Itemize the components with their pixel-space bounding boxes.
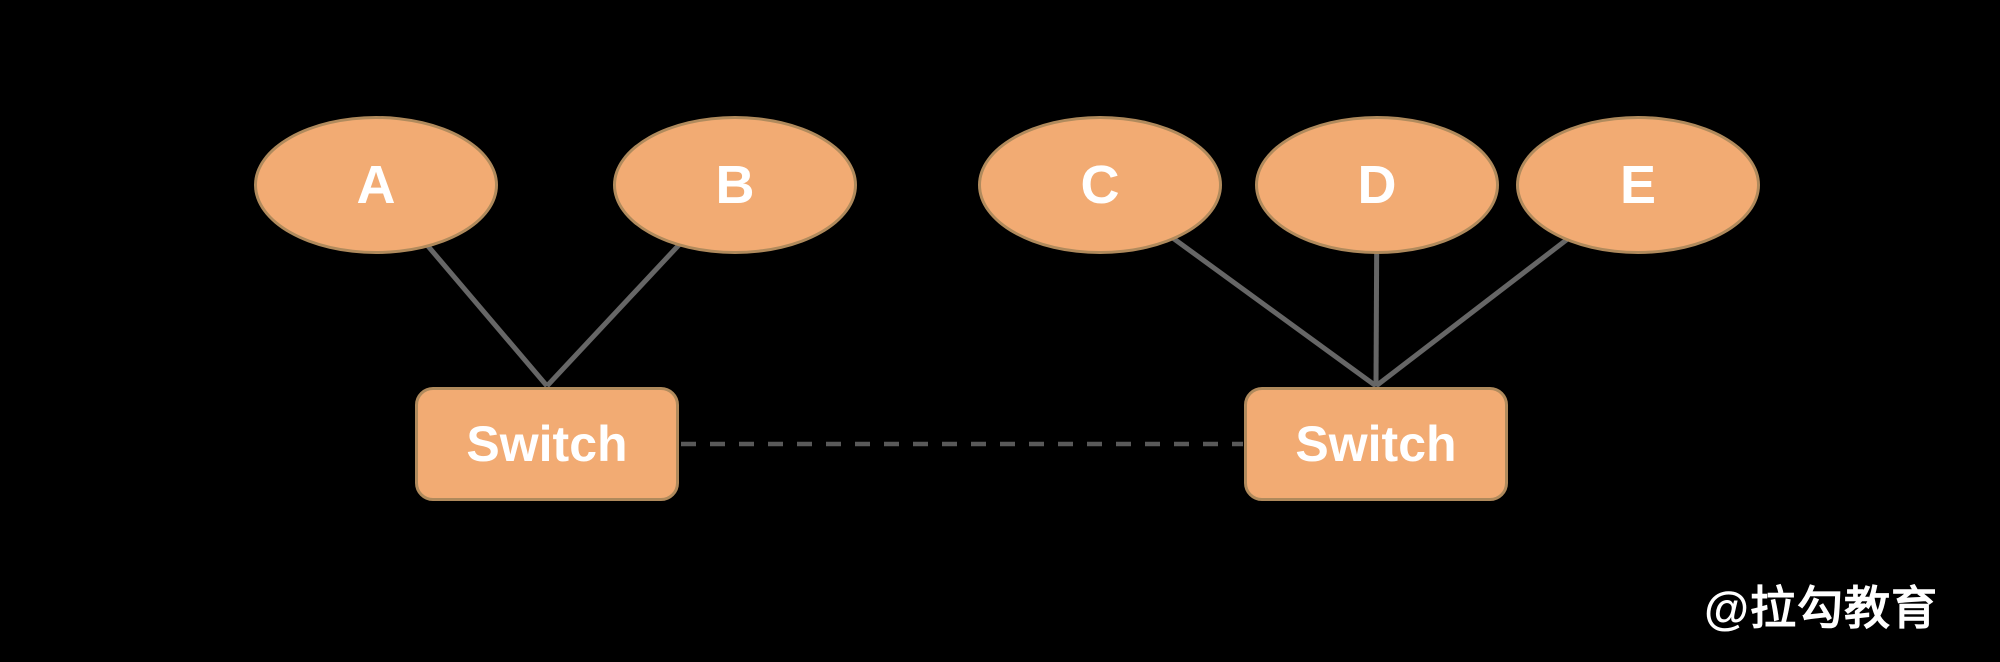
host-label: C — [1080, 155, 1120, 215]
host-label: D — [1357, 155, 1397, 215]
host-node-e: E — [1516, 116, 1760, 254]
switch-node-left: Switch — [415, 387, 679, 501]
host-node-d: D — [1255, 116, 1499, 254]
host-node-c: C — [978, 116, 1222, 254]
host-label: A — [356, 155, 396, 215]
switch-node-right: Switch — [1244, 387, 1508, 501]
switch-label: Switch — [466, 416, 628, 472]
host-node-b: B — [613, 116, 857, 254]
host-node-a: A — [254, 116, 498, 254]
watermark-text: @拉勾教育 — [1704, 582, 1938, 634]
switch-label: Switch — [1295, 416, 1457, 472]
host-label: B — [715, 155, 755, 215]
host-label: E — [1619, 155, 1657, 215]
